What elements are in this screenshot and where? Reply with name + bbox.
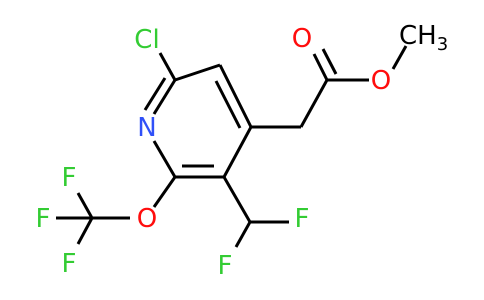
atom-methyl: CH3	[399, 21, 448, 55]
atom-o-carbonyl-label: O	[292, 24, 312, 54]
atom-o-ether-label: O	[137, 204, 157, 234]
atom-cl: Cl	[134, 25, 159, 55]
atom-f-cf3-bottom-label: F	[62, 249, 77, 279]
bonds	[56, 45, 408, 248]
atom-f-chf2-right: F	[295, 204, 310, 234]
atom-o-carbonyl: O	[292, 24, 312, 54]
atom-f-cf3-bottom: F	[62, 249, 77, 279]
atom-f-cf3-left-label: F	[36, 204, 51, 234]
bond-n-c6	[152, 79, 177, 115]
bond-cf3-f-bottom	[76, 217, 94, 245]
atom-f-cf3-top: F	[62, 163, 77, 193]
bond-n-c6-double	[143, 77, 167, 111]
atom-labels: Cl N O F F F F F O O CH3	[36, 21, 449, 281]
bond-c6-c5	[174, 63, 221, 82]
atom-f-cf3-top-label: F	[62, 163, 77, 193]
atom-methyl-subscript: 3	[437, 34, 448, 55]
bond-c2-n	[152, 140, 177, 178]
bond-c4-c3	[222, 126, 253, 178]
bond-ch2-ccarb	[299, 79, 329, 128]
atom-n-label: N	[137, 113, 156, 143]
atom-f-chf2-bottom: F	[218, 251, 233, 281]
atom-o-ether: O	[137, 204, 157, 234]
bond-ccarb-o-double-b	[321, 48, 338, 75]
atom-f-chf2-bottom-label: F	[218, 251, 233, 281]
bond-oester-ch3	[391, 45, 408, 70]
bond-c5-c4	[218, 64, 253, 128]
bond-chf2-f-bottom	[234, 221, 252, 248]
atom-o-ester-label: O	[371, 66, 391, 96]
atom-f-chf2-right-label: F	[295, 204, 310, 234]
bond-ccarb-o-double-a	[312, 53, 329, 81]
atom-methyl-label: CH	[399, 21, 437, 51]
bond-c6-cl	[158, 52, 177, 81]
bond-cf3-f-top	[76, 192, 94, 219]
atom-o-ester: O	[371, 66, 391, 96]
bond-c2-o	[152, 176, 177, 208]
atom-cl-label: Cl	[134, 25, 159, 55]
atom-n: N	[137, 113, 156, 143]
bond-c3-chf2	[222, 176, 252, 223]
bond-c5-c4-double	[214, 80, 242, 129]
atom-f-cf3-left: F	[36, 204, 51, 234]
